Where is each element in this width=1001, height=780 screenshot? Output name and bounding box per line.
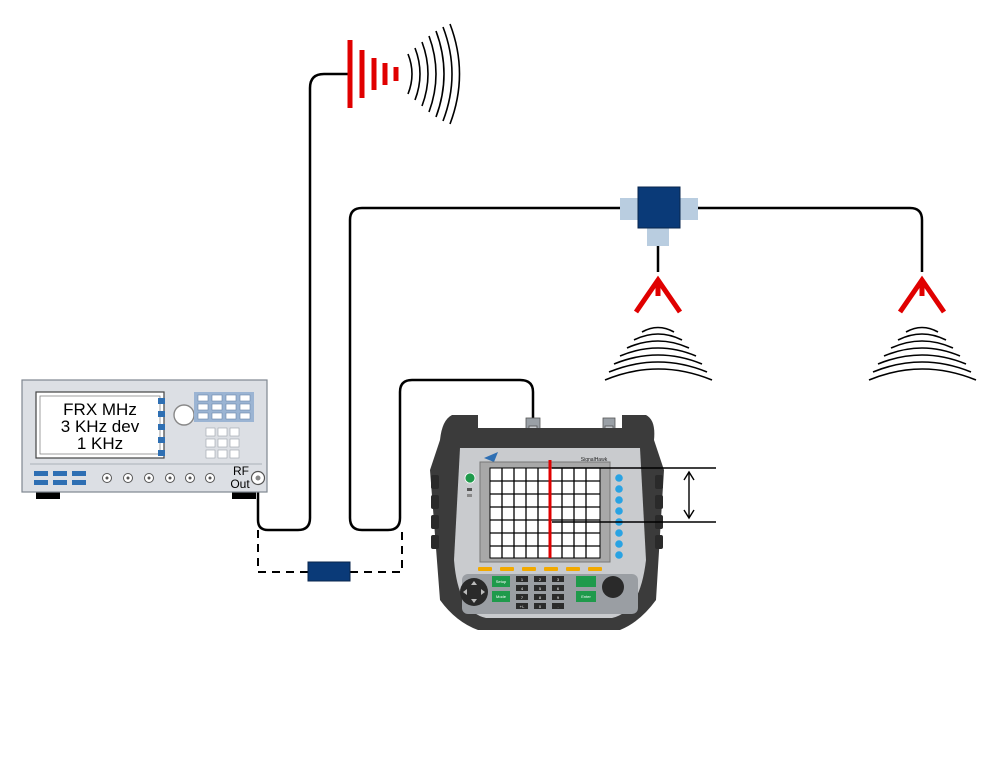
setup-key-label: Setup: [496, 579, 507, 584]
generator-key[interactable]: [212, 413, 222, 419]
generator-key[interactable]: [240, 395, 250, 401]
side-softkey[interactable]: [615, 551, 623, 559]
generator-key[interactable]: [226, 413, 236, 419]
bottom-softkey[interactable]: [500, 567, 514, 571]
generator-key[interactable]: [226, 395, 236, 401]
tuning-knob-icon[interactable]: [174, 405, 194, 425]
attenuator: [308, 562, 350, 581]
side-softkey[interactable]: [615, 485, 623, 493]
side-softkey[interactable]: [615, 540, 623, 548]
bottom-softkey[interactable]: [566, 567, 580, 571]
generator-side-button[interactable]: [158, 424, 165, 430]
side-softkey[interactable]: [615, 474, 623, 482]
receive-antenna-right: [869, 280, 976, 380]
radiating-antenna: [350, 24, 460, 124]
radiation-waves-icon: [869, 328, 976, 381]
bottom-softkey[interactable]: [478, 567, 492, 571]
side-softkey[interactable]: [615, 507, 623, 515]
radiation-waves-icon: [605, 328, 712, 381]
generator-side-button[interactable]: [158, 437, 165, 443]
generator-display-line-3: 1 KHz: [77, 434, 123, 453]
generator-key[interactable]: [212, 404, 222, 410]
generator-key[interactable]: [34, 471, 48, 476]
generator-key[interactable]: [218, 439, 227, 447]
generator-key[interactable]: [212, 395, 222, 401]
signal-generator: FRX MHz 3 KHz dev 1 KHz: [22, 380, 267, 499]
out-label: Out: [230, 477, 250, 491]
generator-key[interactable]: [198, 404, 208, 410]
generator-key[interactable]: [206, 428, 215, 436]
rotary-knob-icon[interactable]: [602, 576, 624, 598]
generator-key[interactable]: [53, 480, 67, 485]
generator-side-button[interactable]: [158, 411, 165, 417]
generator-key[interactable]: [230, 428, 239, 436]
keypad-key-label: .: [557, 604, 558, 609]
side-softkey[interactable]: [615, 496, 623, 504]
keypad-key-label: +/-: [520, 604, 525, 609]
generator-key[interactable]: [53, 471, 67, 476]
bottom-softkey[interactable]: [544, 567, 558, 571]
mode-key-label: Mode: [496, 594, 507, 599]
enter-key-label: Enter: [581, 594, 591, 599]
tee-connector: [620, 187, 698, 246]
receive-antenna-left: [605, 280, 712, 380]
generator-key[interactable]: [218, 450, 227, 458]
power-button-icon[interactable]: [465, 473, 475, 483]
generator-key[interactable]: [240, 413, 250, 419]
generator-key[interactable]: [206, 439, 215, 447]
bottom-softkey[interactable]: [588, 567, 602, 571]
bottom-softkey[interactable]: [522, 567, 536, 571]
radiation-waves-icon: [408, 24, 460, 124]
generator-key[interactable]: [34, 480, 48, 485]
generator-key[interactable]: [230, 450, 239, 458]
cable-tee-to-right-antenna: [698, 208, 922, 272]
rf-label: RF: [233, 464, 249, 478]
generator-numeric-keypad: [206, 428, 239, 458]
generator-key[interactable]: [206, 450, 215, 458]
generator-key[interactable]: [218, 428, 227, 436]
generator-key[interactable]: [198, 395, 208, 401]
side-softkey[interactable]: [615, 529, 623, 537]
generator-side-button[interactable]: [158, 398, 165, 404]
generator-key[interactable]: [198, 413, 208, 419]
generator-key[interactable]: [72, 480, 86, 485]
generator-key[interactable]: [72, 471, 86, 476]
cable-generator-to-antenna: [258, 74, 350, 530]
function-key[interactable]: [576, 576, 596, 587]
generator-key[interactable]: [226, 404, 236, 410]
generator-key[interactable]: [240, 404, 250, 410]
generator-side-button[interactable]: [158, 450, 165, 456]
generator-key[interactable]: [230, 439, 239, 447]
